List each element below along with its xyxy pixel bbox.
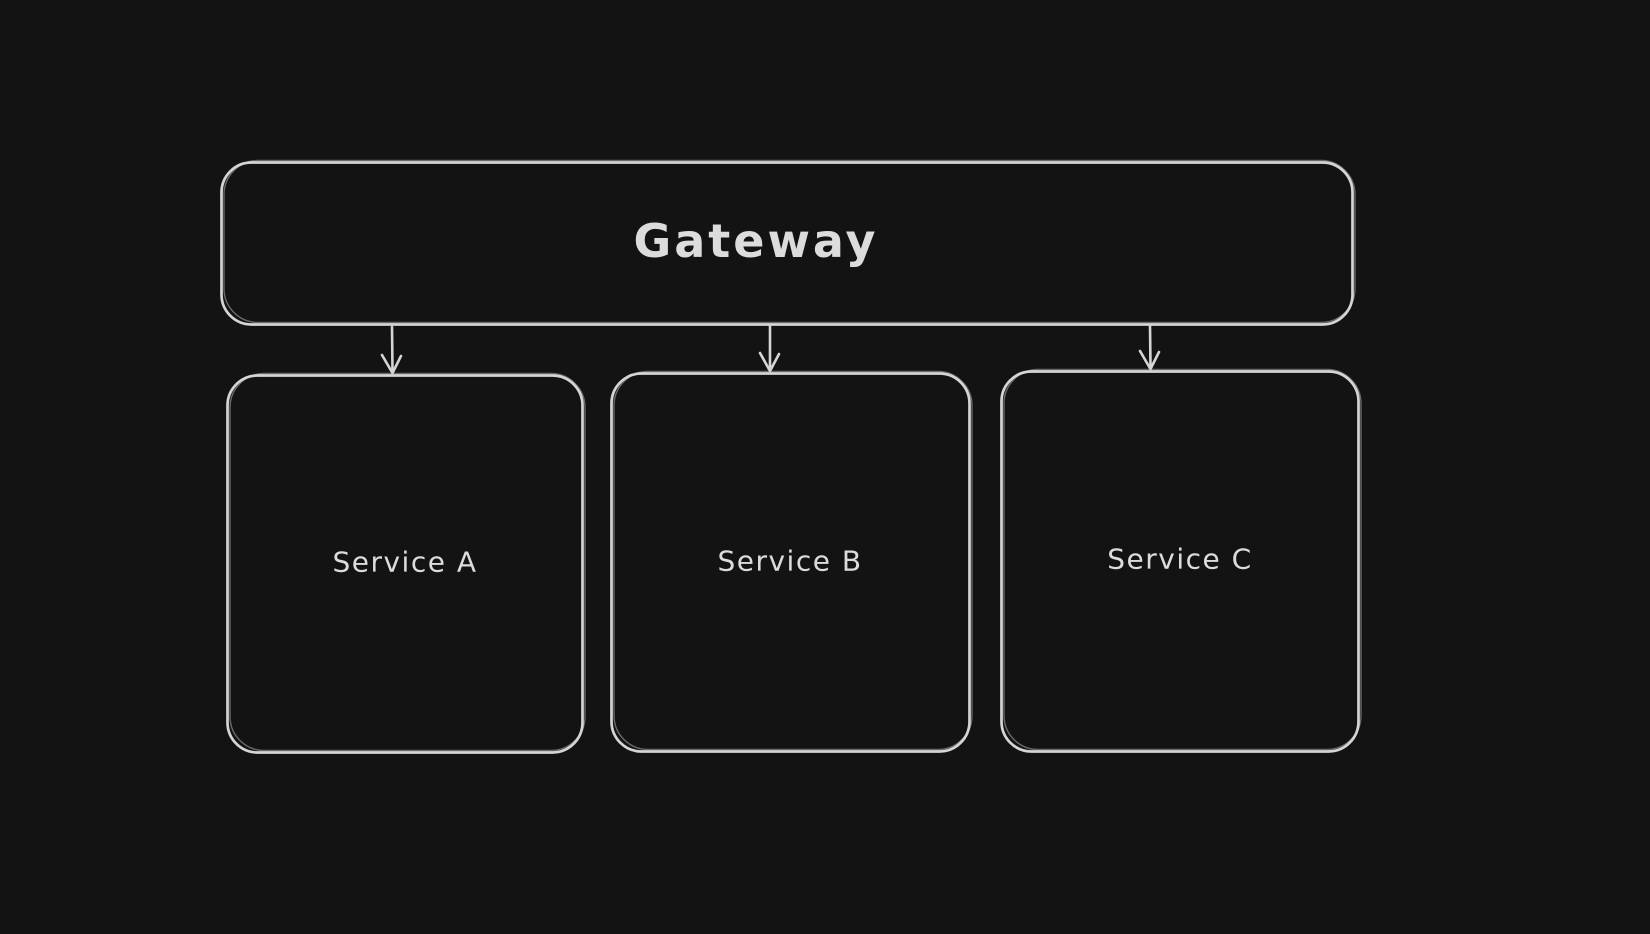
edge-gateway-to-service-a[interactable] xyxy=(380,325,403,375)
node-service-a-label[interactable]: Service A xyxy=(332,545,478,579)
node-service-c-shape[interactable] xyxy=(1000,368,1362,753)
arrowhead-down-icon xyxy=(380,353,403,375)
node-service-b-label[interactable]: Service B xyxy=(717,544,863,578)
edge-gateway-to-service-c[interactable] xyxy=(1138,323,1161,371)
node-service-a-shape[interactable] xyxy=(226,372,586,754)
node-service-b-shape[interactable] xyxy=(610,370,973,753)
node-gateway-shape[interactable] xyxy=(220,159,1356,326)
edge-gateway-to-service-b[interactable] xyxy=(758,324,781,373)
arrowhead-down-icon xyxy=(1138,349,1161,371)
node-service-c-label[interactable]: Service C xyxy=(1107,542,1253,576)
node-gateway-label[interactable]: Gateway xyxy=(633,214,879,268)
arrowhead-down-icon xyxy=(758,351,781,373)
